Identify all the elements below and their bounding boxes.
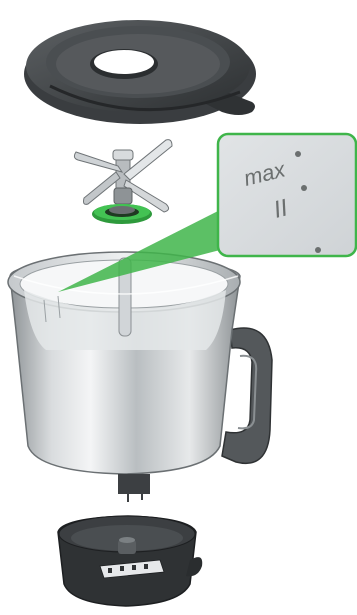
base-part (58, 516, 202, 606)
sealing-ring-part (92, 204, 152, 224)
zoom-dot-mark (301, 185, 307, 191)
zoom-dot-max (295, 151, 301, 157)
zoom-dot-lower (315, 247, 321, 253)
lid-part (24, 20, 256, 124)
blade-part (74, 140, 172, 212)
bowl-part (8, 252, 272, 502)
